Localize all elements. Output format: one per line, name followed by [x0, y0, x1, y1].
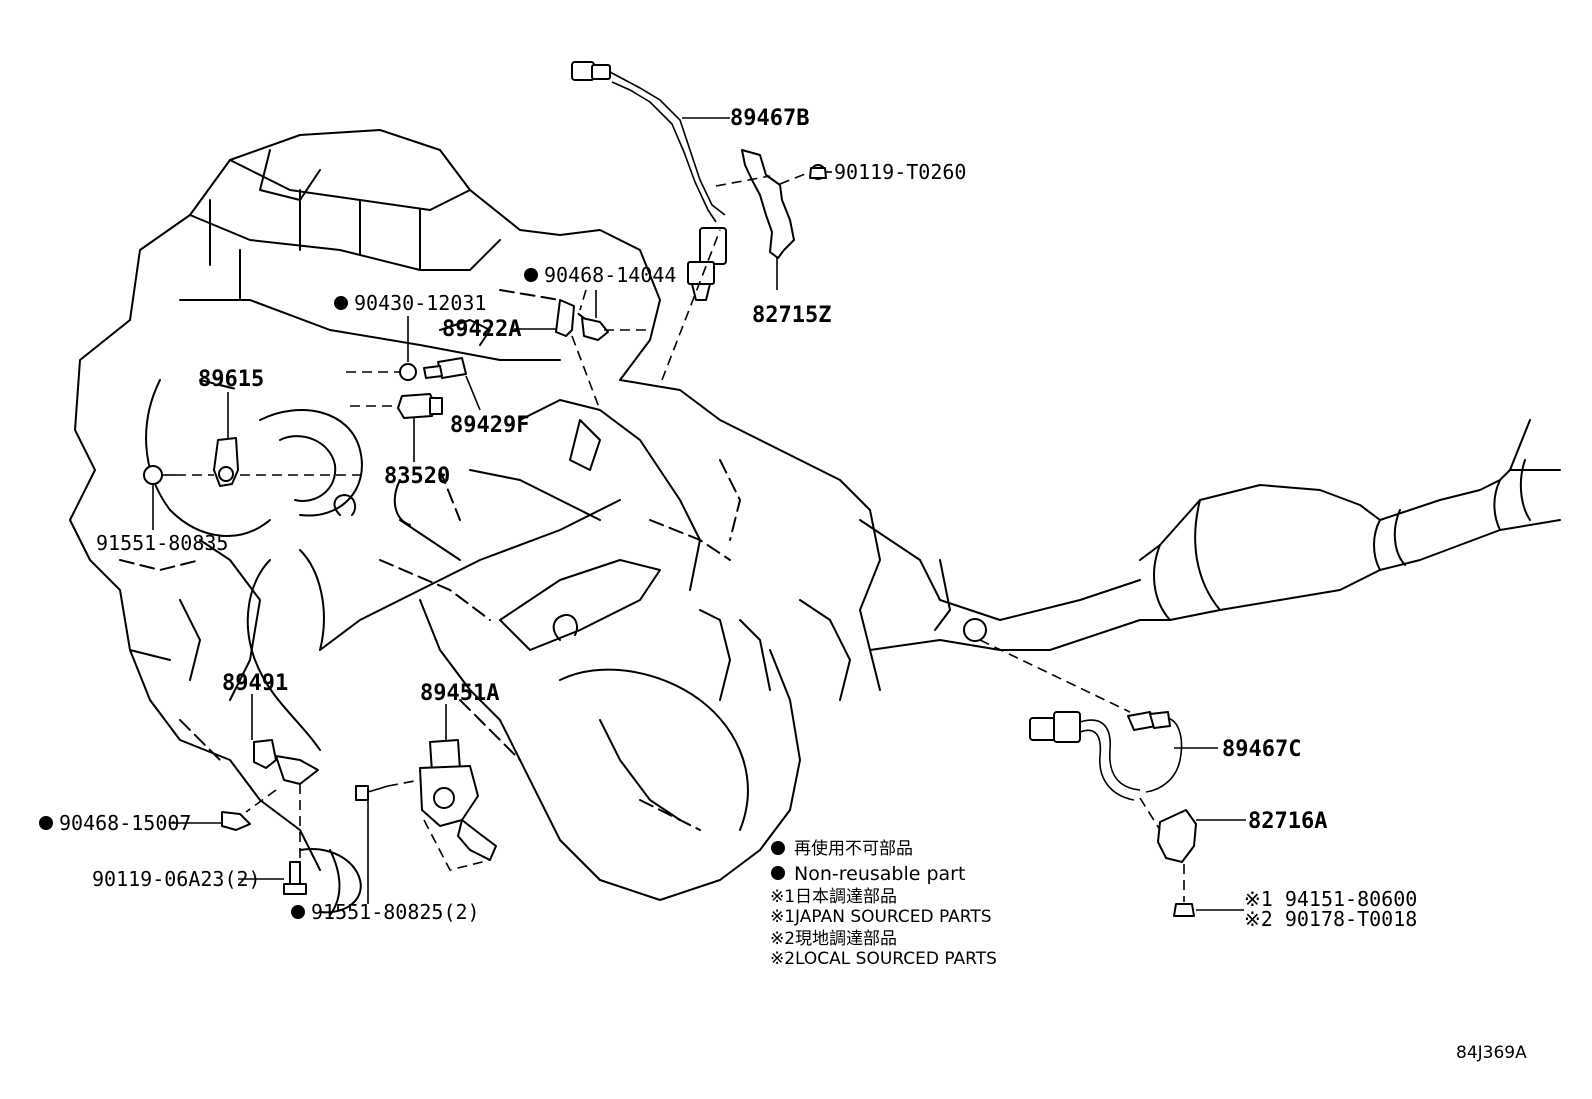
label-91551-80835[interactable]: 91551-80835 — [96, 531, 228, 555]
legend-dot-jp — [771, 841, 785, 855]
engine-assembly-drawing — [69, 129, 881, 916]
oxygen-sensor-lower-drawing — [1029, 711, 1183, 801]
bracket-lower-drawing — [1157, 809, 1197, 917]
label-82715Z[interactable]: 82715Z — [752, 303, 831, 328]
label-89429F[interactable]: 89429F — [450, 413, 529, 438]
legend-non-reusable-en: Non-reusable part — [794, 863, 965, 885]
neutral-switch-drawing — [419, 739, 497, 861]
label-91551-80825[interactable]: 91551-80825(2) — [311, 900, 480, 924]
label-90468-15007[interactable]: 90468-15007 — [59, 811, 191, 835]
oxygen-sensor-upper-drawing — [571, 61, 727, 301]
pressure-sensor-drawing — [423, 357, 467, 379]
label-90430-12031[interactable]: 90430-12031 — [354, 291, 486, 315]
legend-local-sourced-jp: ※2現地調達部品 — [770, 929, 897, 949]
leader-lines — [152, 117, 1246, 911]
label-89451A[interactable]: 89451A — [420, 681, 499, 706]
legend: 再使用不可部品 Non-reusable part ※1日本調達部品 ※1JAP… — [770, 838, 997, 969]
callout-labels: 89467B 90119-T0260 82715Z 90468-14044 90… — [39, 106, 1417, 931]
label-89491[interactable]: 89491 — [222, 671, 288, 696]
diagram-code: 84J369A — [1456, 1043, 1527, 1063]
non-reusable-marker — [291, 905, 305, 919]
oil-pressure-switch-drawing — [397, 393, 443, 419]
label-83520[interactable]: 83520 — [384, 464, 450, 489]
label-94151-80600[interactable]: ※1 94151-80600 — [1244, 887, 1417, 911]
label-90178-T0018[interactable]: ※2 90178-T0018 — [1244, 907, 1417, 931]
label-89422A[interactable]: 89422A — [442, 317, 521, 342]
label-90468-14044[interactable]: 90468-14044 — [544, 263, 676, 287]
gasket-drawing — [399, 363, 417, 381]
label-89467C[interactable]: 89467C — [1222, 737, 1301, 762]
legend-local-sourced-en: ※2LOCAL SOURCED PARTS — [770, 949, 997, 969]
speed-sensor-drawing — [221, 739, 319, 831]
label-90119-T0260[interactable]: 90119-T0260 — [834, 160, 966, 184]
exhaust-pipe-drawing — [859, 419, 1561, 691]
legend-non-reusable-jp: 再使用不可部品 — [794, 838, 913, 859]
label-90119-06A23[interactable]: 90119-06A23(2) — [92, 867, 261, 891]
legend-japan-sourced-en: ※1JAPAN SOURCED PARTS — [770, 907, 992, 927]
label-89467B[interactable]: 89467B — [730, 106, 809, 131]
label-82716A[interactable]: 82716A — [1248, 809, 1327, 834]
sensor-parts — [143, 61, 1197, 917]
non-reusable-marker — [524, 268, 538, 282]
bracket-upper-drawing — [741, 149, 827, 259]
knock-sensor-drawing — [143, 437, 239, 487]
legend-japan-sourced-jp: ※1日本調達部品 — [770, 887, 897, 907]
temperature-sensor-drawing — [555, 299, 609, 341]
non-reusable-marker — [334, 296, 348, 310]
non-reusable-marker — [39, 816, 53, 830]
label-89615[interactable]: 89615 — [198, 367, 264, 392]
legend-dot-en — [771, 866, 785, 880]
